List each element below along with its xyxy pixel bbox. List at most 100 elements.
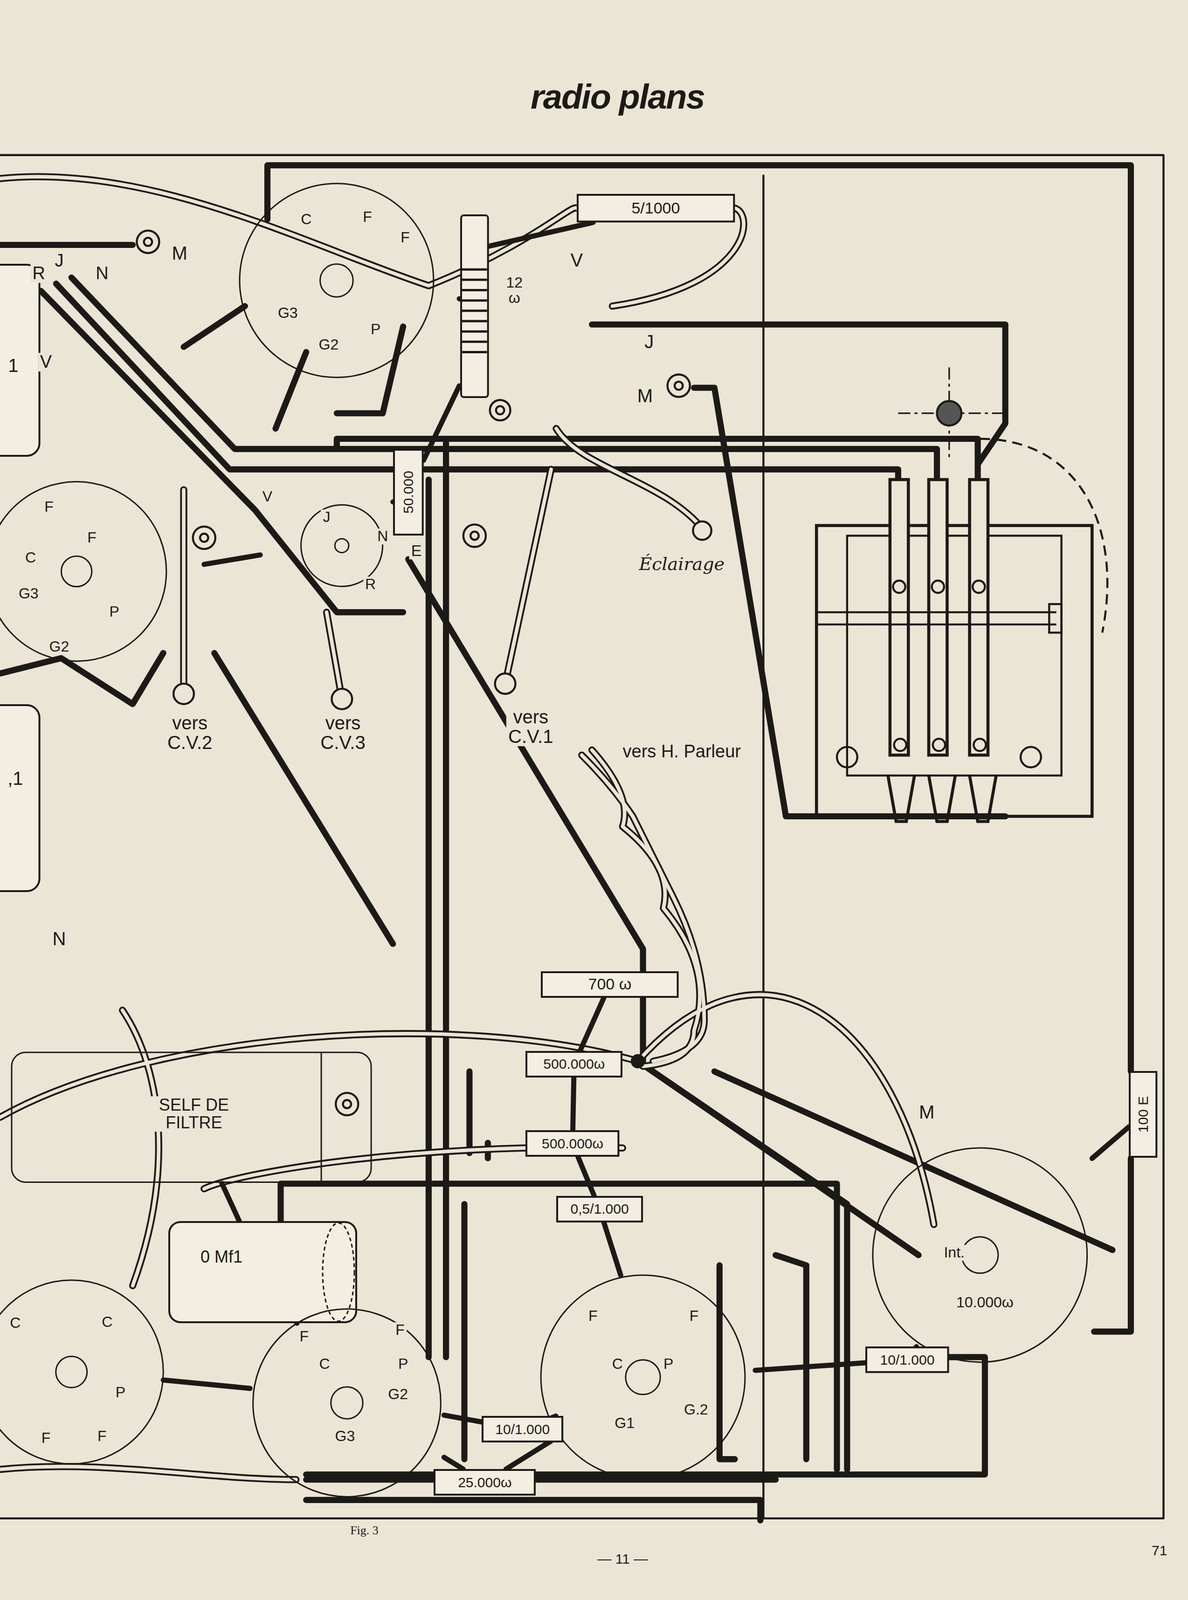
- pin-label: F: [95, 1429, 109, 1445]
- capacitor-value: 0,5/1.000: [568, 1201, 631, 1217]
- tube-socket: FFCG3PG2: [0, 479, 205, 684]
- wave-switch: [816, 525, 1092, 817]
- pin-label: P: [113, 1385, 128, 1402]
- thick-wire: [71, 277, 937, 481]
- resistor-body: [577, 194, 734, 222]
- drawing: [581, 755, 705, 1062]
- capacitor: 10/1.000: [865, 1346, 949, 1374]
- wave-switch: [890, 479, 909, 756]
- socket-key: [961, 1236, 998, 1274]
- drawing: [0, 1467, 297, 1481]
- pin-label: C: [7, 1315, 23, 1332]
- terminal: [490, 400, 511, 421]
- drawing: [326, 612, 342, 700]
- pin-label: C: [298, 211, 314, 228]
- drawing: [505, 469, 552, 684]
- wire-label: V: [568, 250, 585, 270]
- resistor-body: [434, 1470, 535, 1496]
- thick-wire: [306, 1500, 761, 1521]
- thick-wire: [592, 324, 1006, 465]
- wire-label: vers C.V.1: [506, 707, 555, 747]
- resistor: 50.000: [393, 448, 424, 536]
- pin-label: J: [320, 509, 332, 526]
- pin-label: P: [396, 1356, 410, 1373]
- resistor-winding: [462, 319, 488, 323]
- terminal: [331, 689, 353, 710]
- tube-socket: FFCPG1G.2: [551, 1275, 756, 1480]
- wire-connector: [755, 1363, 866, 1371]
- drawing: [0, 1467, 297, 1481]
- wave-switch: [836, 747, 858, 768]
- drawing: [326, 612, 342, 700]
- capacitor-outline: [168, 1221, 358, 1324]
- drawing: [637, 994, 934, 1225]
- wire-label: R: [30, 264, 47, 284]
- resistor: 500.000ω: [525, 1051, 623, 1078]
- socket-outline: [540, 1275, 746, 1480]
- resistor-value: 5/1000: [629, 200, 682, 217]
- wave-switch: [937, 400, 962, 426]
- shield-can: 1: [0, 263, 42, 458]
- resistor-value: 50.000: [400, 469, 416, 516]
- pin-label: G2: [317, 337, 341, 353]
- drawing: [612, 208, 744, 307]
- drawing: [612, 208, 744, 307]
- wire-connector: [580, 998, 604, 1052]
- wire-label: M: [635, 386, 655, 406]
- socket-outline: [301, 505, 383, 588]
- wire-connector: [163, 1380, 250, 1389]
- wire-connector: [578, 1157, 594, 1196]
- resistor-body: [482, 1417, 563, 1443]
- wave-switch: [816, 612, 1057, 625]
- wire-connector: [443, 1457, 463, 1470]
- resistor-winding: [462, 351, 488, 354]
- pin-label: G3: [333, 1429, 358, 1445]
- resistor: 500.000ω: [525, 1130, 620, 1158]
- tube-socket-outline: [249, 1311, 444, 1485]
- drawing: [0, 1034, 638, 1119]
- pin-label: F: [85, 530, 99, 546]
- drawing: [0, 176, 577, 286]
- chassis-frame: [0, 155, 1164, 1520]
- can-outline: [0, 264, 40, 456]
- shield-can: ,1: [0, 704, 42, 893]
- socket-outline: [0, 1280, 164, 1465]
- wire-label: vers H. Parleur: [621, 742, 743, 762]
- can-label: 1: [6, 355, 21, 376]
- wave-switch: [928, 479, 947, 756]
- resistor-value: 500.000ω: [539, 1136, 606, 1152]
- socket-key: [55, 1357, 88, 1389]
- socket-outline: [253, 1309, 442, 1498]
- wire-label: N: [50, 929, 69, 949]
- filter-choke: SELF DE FILTRE: [10, 1051, 373, 1185]
- thick-wire: [306, 1357, 986, 1476]
- pin-label: V: [260, 489, 275, 505]
- capacitor: 0,5/1.000: [556, 1196, 643, 1223]
- shield-can-outline: [0, 704, 42, 893]
- drawing: [505, 469, 552, 684]
- pin-label: C: [610, 1356, 625, 1373]
- pin-label: F: [687, 1308, 701, 1325]
- pin-label: G3: [16, 586, 41, 602]
- resistor-body: [526, 1131, 619, 1157]
- terminal: [335, 1093, 359, 1116]
- wire-label: V: [38, 352, 54, 372]
- wave-switch: [887, 775, 996, 822]
- tube-socket-outline: [0, 479, 205, 684]
- wire-connector: [603, 1222, 621, 1276]
- wave-switch: [892, 580, 905, 594]
- resistor-body: [1129, 1072, 1157, 1158]
- pin-label: F: [586, 1308, 600, 1325]
- capacitor: 10/1.000: [481, 1416, 564, 1444]
- wire-label: E: [409, 542, 424, 560]
- terminal: [144, 237, 153, 247]
- resistor-winding: [462, 330, 488, 333]
- terminal: [667, 374, 691, 398]
- socket-key: [334, 538, 349, 553]
- pin-label: P: [368, 321, 383, 338]
- wire-connector: [423, 386, 460, 461]
- terminal: [674, 381, 684, 391]
- wire-connector: [573, 1077, 574, 1132]
- thick-wire: [336, 326, 403, 414]
